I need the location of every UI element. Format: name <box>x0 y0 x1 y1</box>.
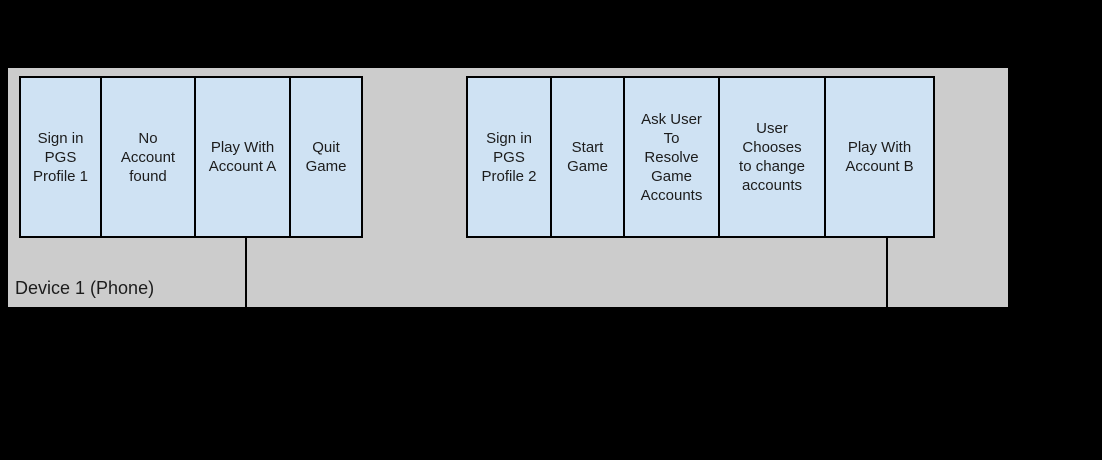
node-sign-in-pgs-profile-1: Sign in PGS Profile 1 <box>19 76 102 238</box>
connector-from-play-with-account-b <box>886 237 888 307</box>
node-no-account-found: No Account found <box>100 76 196 238</box>
node-start-game: Start Game <box>550 76 625 238</box>
flow-device1-left: Sign in PGS Profile 1 No Account found P… <box>19 76 363 238</box>
node-play-with-account-a: Play With Account A <box>194 76 291 238</box>
node-quit-game: Quit Game <box>289 76 363 238</box>
flow-device1-right: Sign in PGS Profile 2 Start Game Ask Use… <box>466 76 935 238</box>
node-sign-in-pgs-profile-2: Sign in PGS Profile 2 <box>466 76 552 238</box>
node-play-with-account-b: Play With Account B <box>824 76 935 238</box>
node-user-chooses-to-change-accounts: User Chooses to change accounts <box>718 76 826 238</box>
device-1-lane-label: Device 1 (Phone) <box>15 278 155 298</box>
connector-from-play-with-account-a <box>245 238 247 307</box>
node-ask-user-to-resolve-game-accounts: Ask User To Resolve Game Accounts <box>623 76 720 238</box>
